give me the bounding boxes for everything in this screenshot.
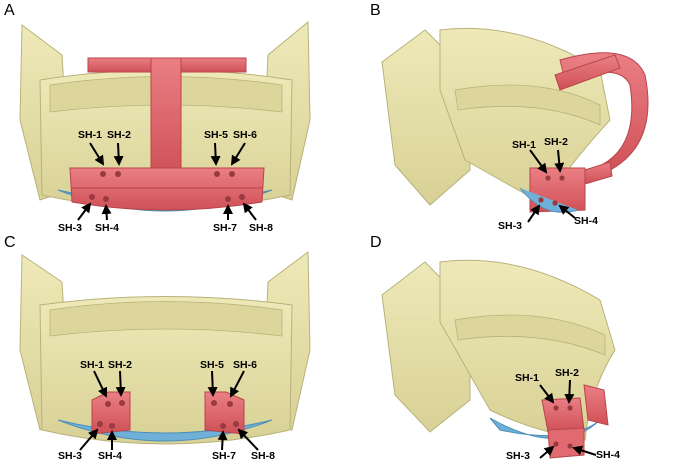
label-a-sh4: SH-4 bbox=[95, 222, 119, 234]
panel-label-a: A bbox=[4, 2, 15, 19]
panel-b-model bbox=[381, 27, 649, 223]
label-a-sh7: SH-7 bbox=[213, 222, 237, 234]
panel-label-b: B bbox=[370, 2, 381, 19]
label-a-sh8: SH-8 bbox=[249, 222, 273, 234]
label-c-sh8: SH-8 bbox=[251, 450, 275, 462]
label-b-sh1: SH-1 bbox=[512, 139, 536, 151]
label-c-sh2: SH-2 bbox=[108, 359, 132, 371]
label-b-sh3: SH-3 bbox=[498, 220, 522, 232]
label-b-sh4: SH-4 bbox=[574, 215, 598, 227]
label-d-sh3: SH-3 bbox=[506, 450, 530, 462]
label-a-sh6: SH-6 bbox=[233, 129, 257, 141]
label-d-sh1: SH-1 bbox=[515, 372, 539, 384]
label-c-sh6: SH-6 bbox=[233, 359, 257, 371]
label-a-sh2: SH-2 bbox=[107, 129, 131, 141]
label-c-sh1: SH-1 bbox=[80, 359, 104, 371]
label-d-sh4: SH-4 bbox=[596, 449, 620, 461]
label-c-sh3: SH-3 bbox=[58, 450, 82, 462]
label-d-sh2: SH-2 bbox=[555, 367, 579, 379]
label-c-sh7: SH-7 bbox=[212, 450, 236, 462]
label-a-sh5: SH-5 bbox=[204, 129, 228, 141]
label-b-sh2: SH-2 bbox=[544, 136, 568, 148]
panel-label-c: C bbox=[4, 234, 16, 251]
panel-c-model bbox=[19, 251, 311, 451]
panel-a-model bbox=[19, 20, 311, 221]
label-a-sh1: SH-1 bbox=[78, 129, 102, 141]
panel-label-d: D bbox=[370, 234, 382, 251]
label-a-sh3: SH-3 bbox=[58, 222, 82, 234]
label-c-sh5: SH-5 bbox=[200, 359, 224, 371]
label-c-sh4: SH-4 bbox=[98, 450, 122, 462]
panel-d-model bbox=[381, 259, 616, 459]
